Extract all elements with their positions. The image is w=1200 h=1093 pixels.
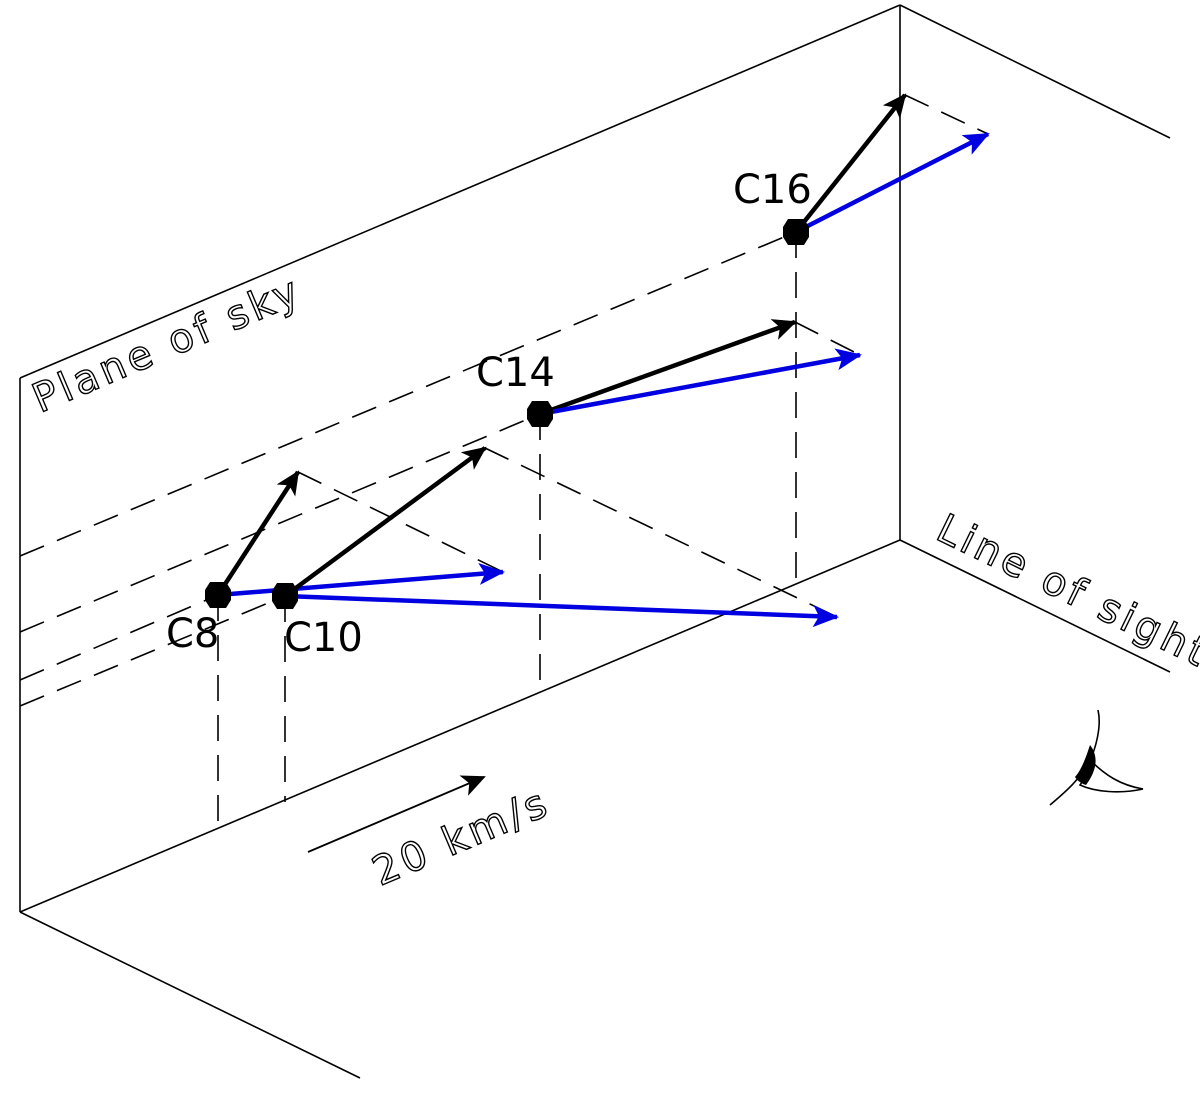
- line-of-sight-label: Line of sight: [930, 506, 1200, 678]
- c16-marker: [783, 219, 809, 245]
- scale-label: 20 km/s: [366, 779, 557, 895]
- projection-lines: [19, 94, 989, 830]
- c10-los-vector: [284, 593, 839, 628]
- c8-label: C8: [166, 611, 219, 657]
- c16-sky-vector: [794, 93, 907, 234]
- c14-los-vector: [539, 348, 862, 417]
- c10-marker: [272, 583, 298, 609]
- floor-back-edge: [19, 539, 901, 913]
- c16-label: C16: [733, 167, 812, 213]
- velocity-vectors: [216, 93, 990, 628]
- line-of-sight-axis: [899, 539, 1171, 673]
- eye-icon: [1049, 709, 1144, 806]
- c8-los-vector: [217, 562, 505, 598]
- scale-bar: 20 km/s: [307, 775, 558, 896]
- c8-marker: [205, 582, 231, 608]
- c8-sky-vector: [216, 470, 300, 597]
- plane-top-edge: [19, 4, 901, 379]
- scale-arrow: [307, 775, 486, 853]
- c14-marker: [527, 401, 553, 427]
- c10-sky-vector: [283, 446, 487, 598]
- floor-front-edge: [19, 911, 361, 1079]
- top-depth-edge: [899, 4, 1171, 139]
- plane-of-sky-label: Plane of sky: [26, 267, 309, 422]
- c14-label: C14: [476, 350, 555, 396]
- component-markers: [205, 219, 809, 609]
- c14-sky-vector: [539, 319, 797, 417]
- c10-label: C10: [284, 615, 363, 661]
- c16-los-vector: [794, 131, 990, 235]
